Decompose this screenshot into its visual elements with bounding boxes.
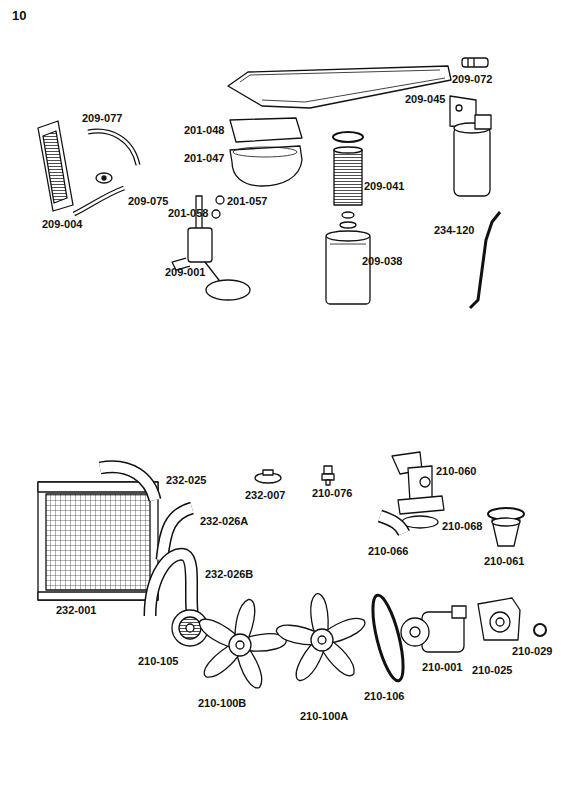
seal-ring: [212, 210, 220, 218]
oil-filter: [326, 132, 370, 304]
callout-number: 210-105: [138, 655, 178, 668]
callout-number: 210-100B: [198, 697, 246, 710]
callout-number: 201-057: [227, 195, 267, 208]
radiator-cap: [255, 470, 281, 483]
fan: [196, 597, 286, 690]
callout-number: 201-047: [184, 152, 224, 165]
callout-number: 209-045: [405, 93, 445, 106]
filter-housing: [450, 96, 491, 196]
callout-number: 210-029: [512, 645, 552, 658]
pump-housing: [478, 598, 520, 640]
callout-number: 210-106: [364, 690, 404, 703]
callout-number: 234-120: [434, 224, 474, 237]
oil-cooler: [38, 121, 73, 211]
callout-number: 209-041: [364, 180, 404, 193]
fitting: [462, 58, 488, 67]
callout-number: 210-001: [422, 661, 462, 674]
seal-ring: [216, 196, 224, 204]
callout-number: 232-025: [166, 474, 206, 487]
callout-number: 210-060: [436, 465, 476, 478]
page-number: 10: [12, 8, 26, 23]
hose-elbow: [380, 516, 404, 533]
callout-number: 209-075: [128, 195, 168, 208]
thermostat-housing: [392, 452, 444, 514]
callout-number: 232-001: [56, 604, 96, 617]
callout-number: 201-048: [184, 124, 224, 137]
callout-number: 210-068: [442, 520, 482, 533]
callout-number: 210-076: [312, 487, 352, 500]
callout-number: 210-061: [484, 555, 524, 568]
fan: [274, 594, 367, 684]
callout-number: 209-001: [165, 266, 205, 279]
oil-hose: [74, 173, 124, 214]
water-pump: [401, 606, 466, 652]
callout-number: 201-058: [168, 207, 208, 220]
radiator-hose: [100, 467, 192, 616]
callout-number: 210-066: [368, 545, 408, 558]
callout-number: 209-077: [82, 112, 122, 125]
callout-number: 232-026B: [205, 568, 253, 581]
oil-pipe: [470, 212, 500, 308]
seal-ring: [534, 624, 546, 636]
callout-number: 209-038: [362, 255, 402, 268]
thermostat: [488, 508, 524, 546]
temp-sender: [322, 466, 334, 485]
callout-number: 232-026A: [200, 515, 248, 528]
callout-number: 209-004: [42, 218, 82, 231]
oil-hose: [88, 131, 138, 165]
callout-number: 232-007: [245, 489, 285, 502]
callout-number: 209-072: [452, 73, 492, 86]
radiator: [38, 482, 158, 600]
callout-number: 210-025: [472, 664, 512, 677]
callout-number: 210-100A: [300, 710, 348, 723]
